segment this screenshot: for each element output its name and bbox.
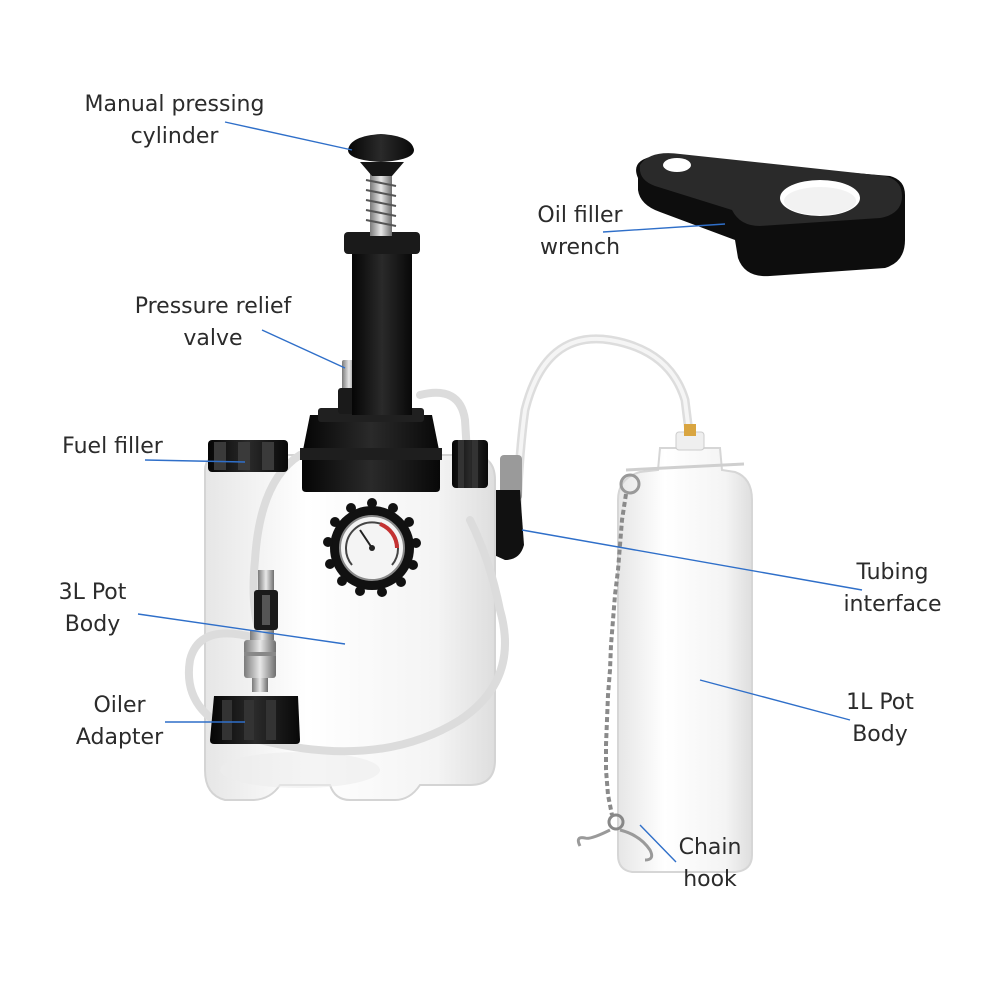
label-chain-hook: Chain hook [655,832,765,896]
label-pressure-relief-valve: Pressure relief valve [118,291,308,355]
leader-lines [137,121,863,863]
chain [604,473,641,816]
label-line: Fuel filler [62,434,163,459]
oiler-adapter-assembly [210,570,300,744]
leader-3l-pot-body [137,613,346,645]
pressure-gauge [323,498,421,597]
pump-head [300,408,442,492]
label-line: Manual pressing [84,92,265,117]
label-line: valve [183,326,243,351]
label-line: Tubing [856,560,929,585]
label-oil-filler-wrench: Oil filler wrench [520,200,640,264]
label-line: 1L Pot [846,690,914,715]
chain-hook [576,813,654,862]
pot-body-1l [617,424,753,873]
label-line: cylinder [130,124,219,149]
label-fuel-filler: Fuel filler [45,431,180,463]
leader-chain-hook [639,824,677,863]
vent-cap [452,440,488,488]
leader-pressure-relief-valve [261,329,346,369]
fuel-filler-cap [208,440,288,472]
label-line: hook [683,867,737,892]
label-line: Body [852,722,908,747]
label-line: Body [64,612,121,637]
label-line: Adapter [75,725,164,750]
label-line: Oil filler [537,203,623,228]
label-line: Pressure relief [134,294,292,319]
leader-tubing-interface [521,529,863,591]
tubing-interface-elbow [494,490,524,560]
label-3l-pot-body: 3L Pot Body [40,577,145,641]
label-line: interface [843,592,942,617]
leader-manual-pressing-cylinder [224,121,353,151]
label-tubing-interface: Tubing interface [830,557,955,621]
label-manual-pressing-cylinder: Manual pressing cylinder [62,89,287,153]
label-1l-pot-body: 1L Pot Body [820,687,940,751]
oil-filler-wrench [636,153,905,277]
leader-fuel-filler [144,459,246,463]
label-line: 3L Pot [58,580,127,605]
label-oiler-adapter: Oiler Adapter [52,690,187,754]
label-line: wrench [539,235,621,260]
tube-connector [500,455,522,500]
label-line: Oiler [93,693,146,718]
leader-1l-pot-body [699,679,851,721]
manual-pressing-cylinder [344,134,420,415]
leader-oil-filler-wrench [602,223,726,233]
label-line: Chain [678,835,742,860]
